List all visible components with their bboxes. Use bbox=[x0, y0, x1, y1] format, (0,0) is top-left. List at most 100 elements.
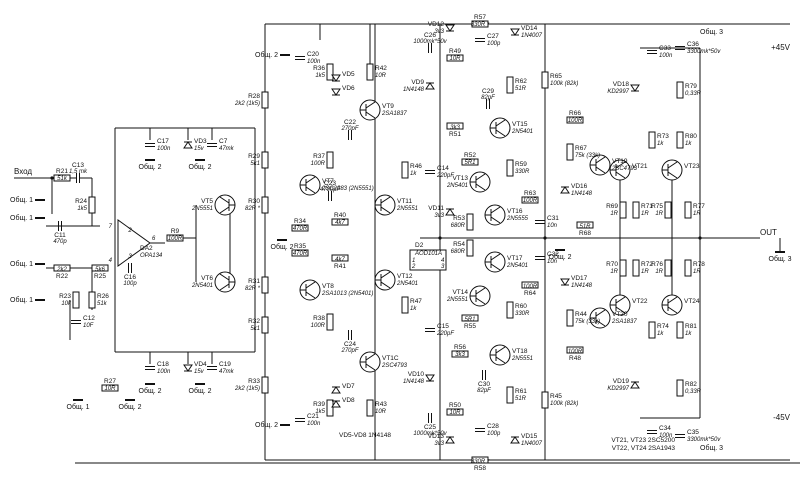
transistor-vt24 bbox=[661, 294, 683, 316]
diode-vd14 bbox=[510, 28, 520, 36]
resistor-r26 bbox=[88, 291, 96, 309]
resistor-r25 bbox=[91, 264, 109, 272]
resistor-value: 10R bbox=[104, 386, 116, 392]
resistor-ref: R77 bbox=[693, 203, 705, 210]
resistor-r34 bbox=[291, 224, 309, 232]
resistor-value: 1R bbox=[693, 211, 701, 217]
resistor-ref: R42 bbox=[375, 65, 387, 72]
resistor-ref: R48 bbox=[569, 355, 581, 362]
resistor-r36 bbox=[326, 63, 334, 81]
resistor-ref: R55 bbox=[464, 323, 476, 330]
transistor-part: 2N5401 bbox=[396, 281, 418, 287]
resistor-value: 1k bbox=[410, 306, 417, 312]
ground-label: Общ. 1 bbox=[10, 214, 33, 222]
transistor-part: 2N5401 bbox=[191, 283, 213, 289]
capacitor-value: 1000mk*50v bbox=[413, 431, 447, 437]
resistor-value: 4k7 bbox=[335, 220, 345, 226]
resistor-ref: R45 bbox=[550, 393, 562, 400]
ground-label: Общ. 2 bbox=[189, 387, 212, 395]
diode-vd9 bbox=[425, 82, 435, 90]
capacitor-ref: C14 bbox=[437, 165, 449, 172]
transistor-ref: VT5 bbox=[201, 198, 213, 205]
transistor-ref: VT17 bbox=[507, 255, 523, 262]
resistor-value: 3k3 bbox=[455, 352, 465, 358]
diode-value: 1N4148 bbox=[571, 283, 593, 289]
resistor-r45 bbox=[541, 391, 549, 409]
resistor-ref: R31 bbox=[248, 278, 260, 285]
transistor-vt19 bbox=[589, 154, 611, 176]
transistor-ref: VT20 bbox=[612, 311, 628, 318]
resistor-r40 bbox=[331, 218, 349, 226]
junction-dot bbox=[543, 236, 547, 240]
transistor-vt14 bbox=[469, 285, 491, 307]
diode-value: KD2997 bbox=[607, 386, 629, 392]
diode-vd19 bbox=[630, 381, 640, 389]
resistor-ref: R36 bbox=[313, 65, 325, 72]
transistor-ref: VT24 bbox=[684, 298, 700, 305]
components bbox=[35, 20, 785, 464]
transistor-ref: VT7 bbox=[322, 178, 334, 185]
opto-ref: D2 bbox=[415, 242, 424, 249]
resistor-ref: R50 bbox=[449, 402, 461, 409]
resistor-ref: R60 bbox=[515, 303, 527, 310]
capacitor-ref: C26 bbox=[424, 32, 436, 39]
diode-vd11 bbox=[445, 208, 455, 216]
resistor-value: 1R bbox=[655, 211, 663, 217]
resistor-value: 100k (82k) bbox=[550, 401, 578, 407]
resistor-r69 bbox=[619, 201, 627, 219]
resistor-value: 680R bbox=[451, 249, 466, 255]
capacitor-value: 10n bbox=[547, 259, 558, 265]
diode-value: 15v bbox=[194, 146, 205, 152]
resistor-value: 82R * bbox=[245, 206, 261, 212]
resistor-ref: R22 bbox=[56, 273, 68, 280]
resistor-value: 0,33R bbox=[685, 389, 702, 395]
diode-ref: VD12 bbox=[428, 21, 445, 28]
resistor-r32 bbox=[261, 316, 269, 334]
resistor-value: 51k bbox=[57, 176, 68, 182]
diode-ref: VD13 bbox=[428, 433, 445, 440]
ground-label: Общ. 2 bbox=[189, 163, 212, 171]
transistor-vt1c bbox=[359, 351, 381, 373]
transistor-part: 2SC4793 bbox=[381, 363, 408, 369]
resistor-ref: R62 bbox=[515, 78, 527, 85]
resistor-ref: R72 bbox=[641, 261, 653, 268]
resistor-ref: R27 bbox=[104, 378, 116, 385]
diode-ref: VD6 bbox=[342, 85, 355, 92]
resistor-r31 bbox=[261, 276, 269, 294]
resistor-r21 bbox=[53, 174, 71, 182]
diode-value: 3v3 bbox=[434, 29, 444, 35]
resistor-value: 75k (33k) bbox=[575, 319, 600, 325]
capacitor-c21 bbox=[295, 418, 305, 422]
transistor-vt20 bbox=[589, 307, 611, 329]
capacitor-value: 100p bbox=[487, 41, 501, 47]
opamp-pin: 3 bbox=[128, 254, 132, 260]
transistor-ref: VT23 bbox=[684, 163, 700, 170]
capacitor-c24 bbox=[348, 330, 352, 340]
resistor-value: 100k (82k) bbox=[550, 81, 578, 87]
opto-pin: 4 bbox=[441, 258, 445, 264]
resistor-value: 1R bbox=[641, 211, 649, 217]
capacitor-value: 100n bbox=[659, 53, 673, 59]
resistor-value: 51R bbox=[579, 224, 591, 230]
capacitor-value: 82pF bbox=[477, 388, 491, 394]
capacitor-c17 bbox=[145, 143, 155, 147]
resistor-ref: R26 bbox=[97, 293, 109, 300]
ground-label: Общ. 1 bbox=[10, 196, 33, 204]
diode-ref: VD11 bbox=[428, 205, 444, 212]
capacitor-value: 100p bbox=[123, 281, 137, 287]
resistor-value: 1R bbox=[693, 269, 701, 275]
resistor-r24 bbox=[88, 196, 96, 214]
transistor-ref: VT22 bbox=[632, 298, 648, 305]
junction-dot bbox=[698, 236, 702, 240]
resistor-value: 1k bbox=[657, 141, 664, 147]
transistor-vt8 bbox=[299, 279, 321, 301]
transistor-ref: VT12 bbox=[397, 273, 413, 280]
diode-ref: VD3 bbox=[194, 138, 207, 145]
resistor-value: 1k5 bbox=[315, 409, 325, 415]
transistor-part: 2N5551 bbox=[191, 206, 213, 212]
diode-value: 3v3 bbox=[434, 441, 444, 447]
resistor-ref: R68 bbox=[579, 230, 591, 237]
capacitor-c35 bbox=[675, 434, 685, 438]
capacitor-value: 220pF bbox=[436, 173, 454, 179]
capacitor-c29 bbox=[486, 99, 490, 109]
